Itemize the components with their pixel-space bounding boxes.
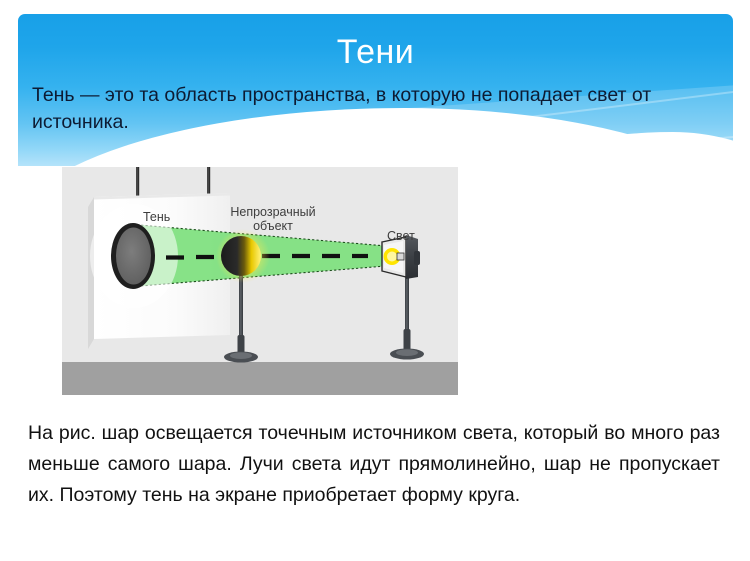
slide-body-paragraph: На рис. шар освещается точечным источник…: [28, 422, 720, 506]
opaque-sphere-object: [216, 229, 270, 363]
screen-hanging-wires: [136, 167, 211, 205]
diagram-label-light: Свет: [387, 229, 415, 243]
slide-title: Тени: [336, 33, 415, 71]
shadow-formation-diagram: Тень Непрозрачный объект Свет: [62, 167, 458, 395]
diagram-label-shadow: Тень: [143, 210, 171, 224]
point-light-source: [381, 235, 424, 360]
diagram-floor: [62, 362, 458, 395]
slide-definition-text: Тень — это та область пространства, в ко…: [32, 84, 652, 133]
diagram-graphics: [88, 167, 424, 363]
diagram-label-opaque-object: Непрозрачный объект: [230, 205, 316, 233]
cast-shadow-disc: [111, 223, 155, 289]
slide-header-banner: Тени Тень — это та область пространства,…: [18, 14, 733, 166]
